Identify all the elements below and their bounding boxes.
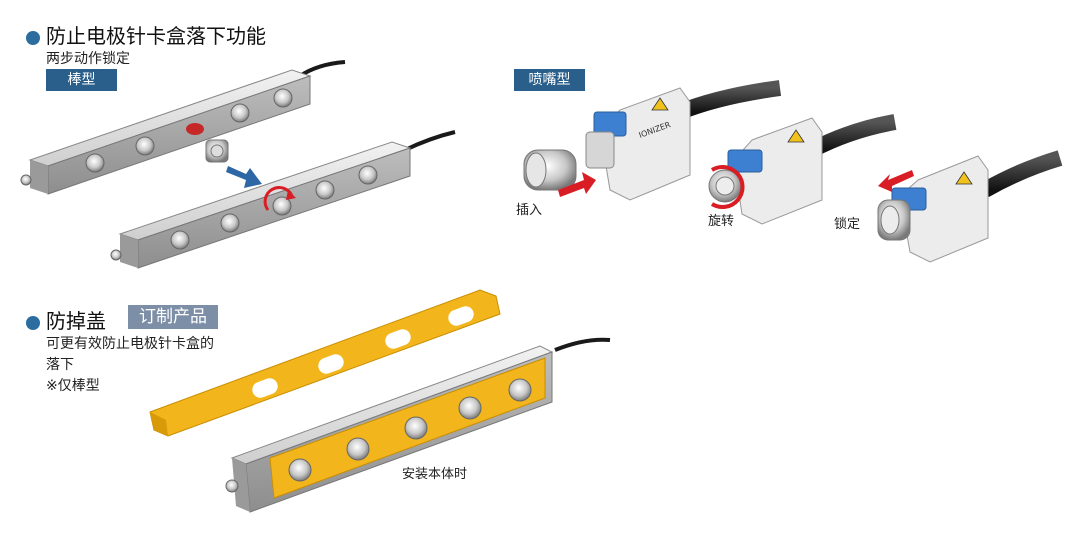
caption-insert: 插入 [516,203,543,218]
insert-arrow-icon [558,172,596,197]
nozzle-unit-rotate [708,117,823,225]
nozzle-unit-insert: IONIZER [585,87,691,201]
nozzle-unit-lock [877,155,989,263]
ionizer-bar-with-cover [225,337,611,513]
caption-lock: 锁定 [834,217,861,232]
electrode-cartridge-detached [205,139,229,163]
lock-arrow-icon [878,170,914,192]
ionizer-bar-lower [110,130,456,269]
bullet-icon [26,315,40,330]
tag-bar-type: 棒型 [46,69,117,91]
bullet-icon [26,30,40,45]
section2-title: 防掉盖 [46,309,106,333]
blue-arrow-icon [226,166,262,188]
rotate-arrow-icon-nozzle [710,165,745,209]
section1-heading: 防止电极针卡盒落下功能 [26,20,266,49]
tag-custom-product: 订制产品 [128,305,218,329]
tag-nozzle-type: 喷嘴型 [514,69,585,91]
section2-note: ※仅棒型 [46,378,100,394]
section2-heading: 防掉盖 [26,305,106,334]
caption-installed: 安装本体时 [402,467,468,482]
yellow-cover-detached [149,289,501,437]
caption-rotate: 旋转 [708,214,735,229]
ionizer-bar-upper [20,60,346,195]
section2-desc-line1: 可更有效防止电极针卡盒的 [46,336,214,352]
section2-desc-line2: 落下 [46,357,74,373]
section1-title: 防止电极针卡盒落下功能 [46,24,266,48]
nozzle-cartridge [523,149,577,191]
section1-subtitle: 两步动作锁定 [46,51,130,67]
